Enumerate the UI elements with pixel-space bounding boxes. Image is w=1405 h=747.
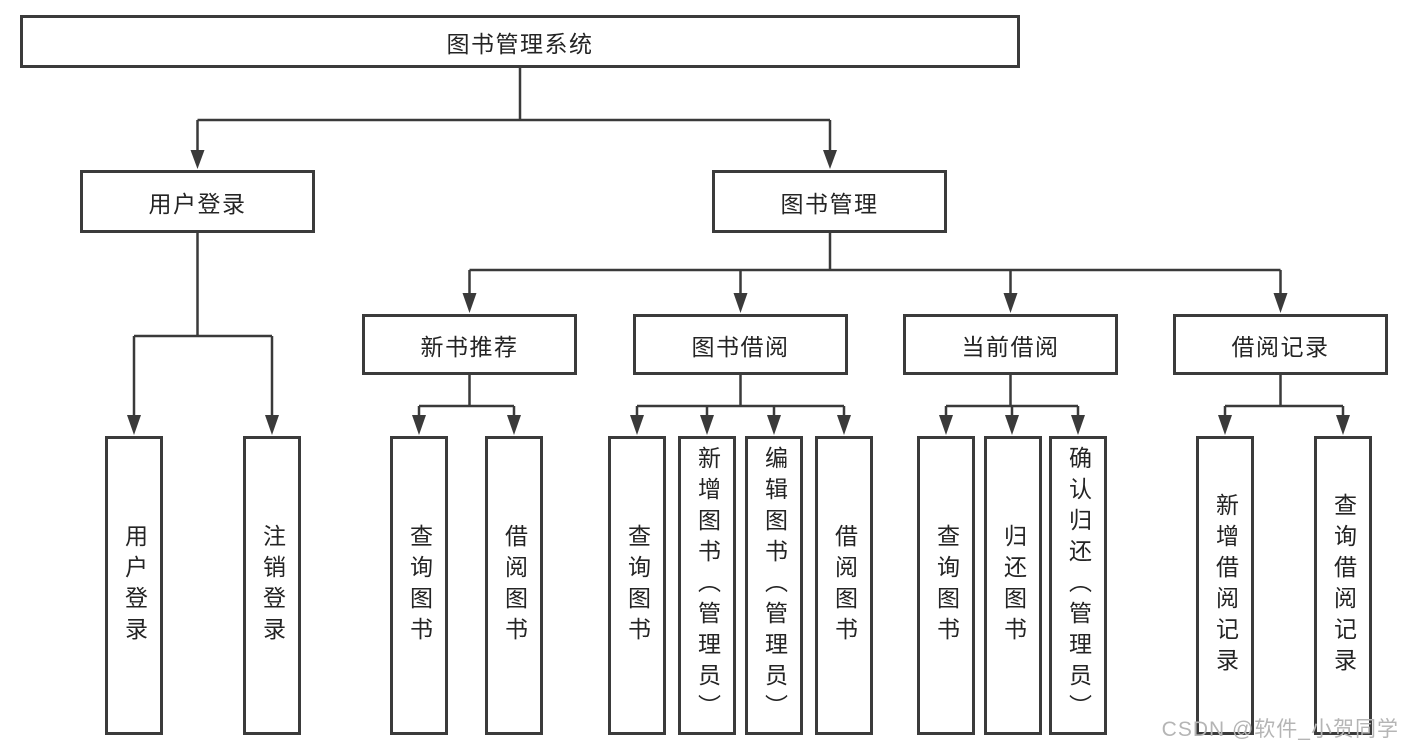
node-leaf-return-books-label: 归还图书 [1000, 523, 1027, 648]
node-book-management: 图书管理 [712, 170, 947, 233]
node-new-book-recommendation: 新书推荐 [362, 314, 577, 375]
node-book-management-label: 图书管理 [780, 190, 879, 217]
edges-book-management-to-level3 [462, 233, 1288, 313]
node-leaf-logout: 注销登录 [243, 436, 301, 735]
node-leaf-edit-books-admin-label: 编辑图书（管理员） [761, 446, 788, 725]
node-leaf-search-books-borrowing: 查询图书 [608, 436, 666, 735]
node-leaf-borrow-books-borrowing-label: 借阅图书 [831, 523, 858, 648]
node-leaf-add-borrow-record-label: 新增借阅记录 [1212, 492, 1239, 679]
node-current-borrowing-label: 当前借阅 [961, 333, 1060, 360]
edges-current-borrowing-to-leaves [939, 375, 1085, 435]
node-leaf-search-books-borrowing-label: 查询图书 [624, 523, 651, 648]
node-leaf-confirm-return-admin-label: 确认归还（管理员） [1065, 446, 1092, 725]
node-leaf-confirm-return-admin: 确认归还（管理员） [1049, 436, 1107, 735]
csdn-watermark: CSDN @软件_小贺同学 [1161, 718, 1399, 741]
node-library-system: 图书管理系统 [20, 15, 1020, 68]
node-leaf-logout-label: 注销登录 [259, 523, 286, 648]
edges-new-book-recommendation-to-leaves [412, 375, 521, 435]
node-library-system-label: 图书管理系统 [446, 30, 594, 57]
node-leaf-search-books-current-label: 查询图书 [933, 523, 960, 648]
node-leaf-search-books-recommend: 查询图书 [390, 436, 448, 735]
node-leaf-search-borrow-record: 查询借阅记录 [1314, 436, 1372, 735]
node-leaf-user-login: 用户登录 [105, 436, 163, 735]
node-user-login: 用户登录 [80, 170, 315, 233]
node-new-book-recommendation-label: 新书推荐 [420, 333, 519, 360]
node-leaf-borrow-books-recommend: 借阅图书 [485, 436, 543, 735]
node-leaf-search-books-recommend-label: 查询图书 [406, 523, 433, 648]
node-leaf-search-borrow-record-label: 查询借阅记录 [1330, 492, 1357, 679]
node-leaf-user-login-label: 用户登录 [121, 523, 148, 648]
node-borrowing-records: 借阅记录 [1173, 314, 1388, 375]
node-user-login-label: 用户登录 [148, 190, 247, 217]
edges-user-login-to-leaves [127, 233, 279, 435]
edges-book-borrowing-to-leaves [630, 375, 851, 435]
node-leaf-return-books: 归还图书 [984, 436, 1042, 735]
node-book-borrowing: 图书借阅 [633, 314, 848, 375]
node-leaf-borrow-books-borrowing: 借阅图书 [815, 436, 873, 735]
node-current-borrowing: 当前借阅 [903, 314, 1118, 375]
node-borrowing-records-label: 借阅记录 [1231, 333, 1330, 360]
edges-borrowing-records-to-leaves [1218, 375, 1350, 435]
node-book-borrowing-label: 图书借阅 [691, 333, 790, 360]
node-leaf-borrow-books-recommend-label: 借阅图书 [501, 523, 528, 648]
node-leaf-add-borrow-record: 新增借阅记录 [1196, 436, 1254, 735]
edges-root-to-level2 [190, 68, 837, 169]
node-leaf-search-books-current: 查询图书 [917, 436, 975, 735]
node-leaf-add-books-admin: 新增图书（管理员） [678, 436, 736, 735]
node-leaf-edit-books-admin: 编辑图书（管理员） [745, 436, 803, 735]
node-leaf-add-books-admin-label: 新增图书（管理员） [694, 446, 721, 725]
